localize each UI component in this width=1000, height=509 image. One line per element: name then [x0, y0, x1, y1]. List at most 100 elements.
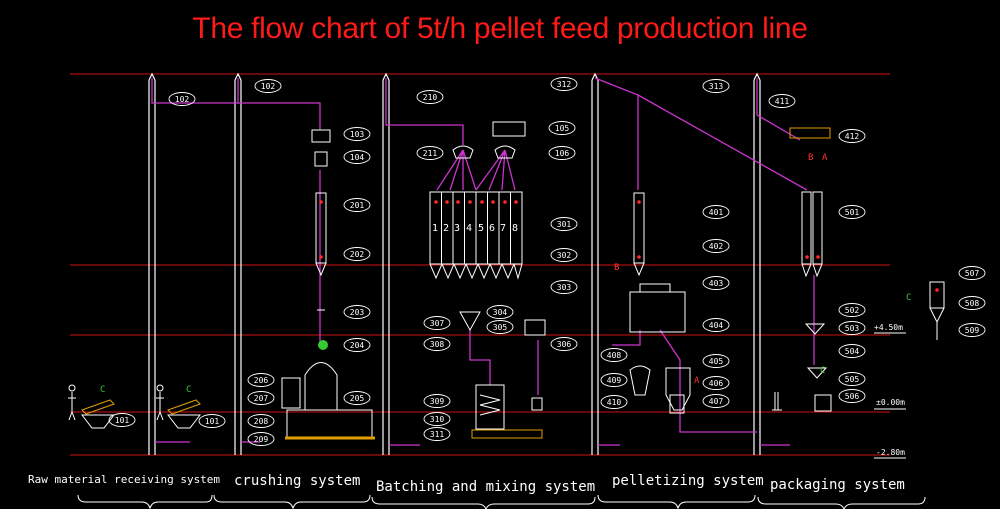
equipment-tag-label: 508 — [965, 299, 980, 308]
worker-1 — [68, 392, 76, 421]
cooler — [665, 367, 691, 411]
equipment-tag-407: 407 — [702, 394, 730, 408]
pipe-bin-feeds — [436, 149, 516, 191]
equipment-tag-label: 210 — [423, 93, 438, 102]
worker-1-head — [68, 384, 76, 392]
equipment-tag-label: 101 — [115, 416, 130, 425]
pipe-cyclone — [612, 330, 641, 346]
system-label-pelletizing: pelletizing system — [612, 473, 764, 489]
equipment-tag-label: 102 — [175, 95, 190, 104]
equipment-tag-304: 304 — [486, 305, 514, 319]
level-lines — [70, 73, 890, 456]
bin-label: 1 — [432, 223, 438, 234]
hammer-mill — [304, 362, 338, 411]
equipment-tag-201: 201 — [343, 198, 371, 212]
equipment-tag-402: 402 — [702, 239, 730, 253]
equipment-tag-label: 503 — [845, 324, 860, 333]
pipe-411 — [756, 78, 801, 141]
marker-c: C — [820, 366, 825, 376]
packing-scale — [804, 323, 826, 335]
equipment-tag-307: 307 — [423, 316, 451, 330]
equipment-tag-label: 101 — [205, 417, 220, 426]
equipment-tag-label: 405 — [709, 357, 724, 366]
equipment-tag-310: 310 — [423, 412, 451, 426]
cyclone-right — [494, 145, 516, 159]
equipment-tag-label: 408 — [607, 351, 622, 360]
equipment-tag-306: 306 — [550, 337, 578, 351]
elevation-labels: +4.50m ±0.00m -2.80m — [874, 323, 905, 457]
cyclone-left — [452, 145, 474, 159]
pipe-102-b — [237, 78, 321, 130]
dust-collector — [929, 281, 945, 309]
equipment-tag-410: 410 — [600, 395, 628, 409]
pellet-bin — [633, 192, 645, 264]
equipment-tag-202: 202 — [343, 247, 371, 261]
packing-worker — [772, 392, 782, 411]
bin-dividers — [441, 192, 511, 264]
equipment-tag-label: 205 — [350, 394, 365, 403]
pipe-bottom-feeds — [155, 441, 790, 446]
batching-scale — [459, 311, 481, 332]
equipment-tag-311: 311 — [423, 427, 451, 441]
cyclone-pellet — [629, 365, 651, 396]
equipment-tag-label: 211 — [423, 149, 438, 158]
page-title: The flow chart of 5t/h pellet feed produ… — [192, 12, 808, 45]
mill-motor — [281, 377, 301, 409]
equipment-tag-409: 409 — [600, 373, 628, 387]
equipment-tag-label: 509 — [965, 326, 980, 335]
equipment-tag-label: 505 — [845, 375, 860, 384]
equipment-tag-106: 106 — [548, 146, 576, 160]
equipment-tag-label: 309 — [430, 397, 445, 406]
conveyor-1 — [81, 399, 115, 415]
magnet-box — [311, 129, 331, 143]
equipment-tag-207: 207 — [247, 391, 275, 405]
letter-markers: C C B A B A C C — [100, 153, 911, 395]
pellet-bin-cone — [633, 262, 645, 277]
equipment-tag-301: 301 — [550, 217, 578, 231]
system-braces — [77, 494, 926, 509]
worker-2 — [156, 392, 164, 421]
equipment-tag-208: 208 — [247, 414, 275, 428]
equipment-tag-label: 305 — [493, 323, 508, 332]
equipment-tag-label: 312 — [557, 80, 572, 89]
equipment-tag-label: 407 — [709, 397, 724, 406]
equipment-tag-203: 203 — [343, 305, 371, 319]
liquid-adder — [524, 319, 546, 336]
equipment-tag-label: 204 — [350, 341, 365, 350]
equipment-tag-412: 412 — [838, 129, 866, 143]
equipment-tag-label: 412 — [845, 132, 860, 141]
system-label-raw-material: Raw material receiving system — [28, 473, 220, 486]
elevation-label: -2.80m — [876, 448, 905, 457]
equipment-tag-411: 411 — [768, 94, 796, 108]
equipment-tag-label: 208 — [254, 417, 269, 426]
equipment-tag-label: 506 — [845, 392, 860, 401]
mixer-ribbon — [479, 394, 501, 416]
bin-cones — [429, 263, 523, 280]
equipment-tag-404: 404 — [702, 318, 730, 332]
crumbler — [669, 394, 685, 414]
equipment-tag-101: 101 — [108, 413, 136, 427]
marker-c: C — [906, 293, 911, 303]
equipment-tag-label: 303 — [557, 283, 572, 292]
equipment-tag-label: 410 — [607, 398, 622, 407]
equipment-tag-305: 305 — [486, 320, 514, 334]
equipment-tag-label: 501 — [845, 208, 860, 217]
equipment-tag-label: 202 — [350, 250, 365, 259]
equipment-tag-102: 102 — [254, 79, 282, 93]
equipment-tag-102: 102 — [168, 92, 196, 106]
bin-indicators — [319, 200, 939, 292]
equipment-tag-label: 301 — [557, 220, 572, 229]
equipment-tag-label: 403 — [709, 279, 724, 288]
equipment-tag-label: 507 — [965, 269, 980, 278]
equipment-tag-label: 203 — [350, 308, 365, 317]
sewing-machine — [814, 394, 832, 412]
marker-a: A — [694, 376, 700, 386]
elevator-1 — [148, 72, 156, 455]
equipment-tag-label: 504 — [845, 347, 860, 356]
equipment-tag-303: 303 — [550, 280, 578, 294]
equipment-tag-104: 104 — [343, 150, 371, 164]
marker-b: B — [614, 263, 619, 273]
bin-label: 6 — [489, 223, 495, 234]
conveyor-2 — [167, 399, 201, 415]
bin-label: 8 — [512, 223, 518, 234]
